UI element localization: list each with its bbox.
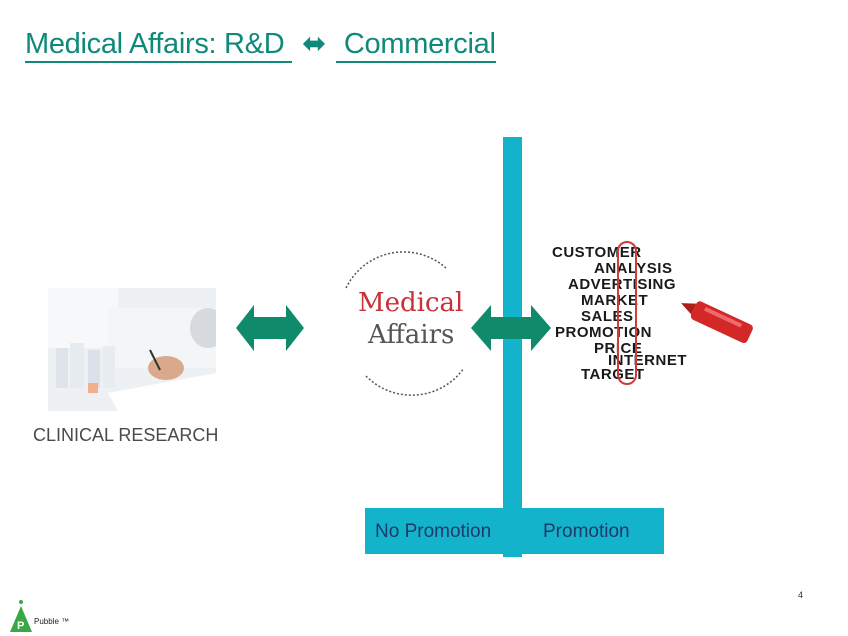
double-arrow-icon — [236, 305, 304, 351]
affairs-word: Affairs — [368, 320, 455, 350]
promotion-band: No Promotion Promotion — [365, 508, 664, 554]
crossword-line: MARKET — [581, 292, 649, 309]
slide-title: Medical Affairs: R&D ⬌ Commercial — [25, 26, 496, 63]
clinical-research-photo — [48, 288, 216, 411]
crossword-line: SALES — [581, 308, 634, 325]
marker-highlight-icon — [617, 241, 753, 385]
title-left: Medical Affairs: R&D — [25, 28, 293, 63]
marketing-crossword: CUSTOMER ANALYSIS ADVERTISING MARKET SAL… — [548, 240, 758, 385]
double-arrow-icon — [471, 305, 551, 351]
medical-affairs-logo: Medical Affairs — [336, 248, 474, 398]
medical-word: Medical — [358, 288, 464, 318]
crossword-line: ANALYSIS — [594, 260, 673, 277]
crossword-line: INTERNET — [608, 352, 687, 369]
no-promotion-label: No Promotion — [375, 521, 492, 542]
svg-text:P: P — [17, 620, 24, 632]
page-number: 4 — [798, 590, 804, 600]
crossword-line: ADVERTISING — [568, 276, 677, 293]
divider-bar — [503, 137, 522, 557]
clinical-research-label: CLINICAL RESEARCH — [33, 425, 219, 445]
company-logo: P Pubble ™ — [8, 598, 88, 634]
left-right-arrow-icon: ⬌ — [302, 28, 327, 60]
crossword-line: PROMOTION — [555, 324, 652, 341]
logo-icon: P — [10, 600, 32, 632]
title-right: Commercial — [336, 28, 496, 63]
promotion-label: Promotion — [543, 521, 630, 542]
logo-text: Pubble ™ — [34, 617, 70, 626]
crossword-line: TARGET — [581, 366, 645, 383]
